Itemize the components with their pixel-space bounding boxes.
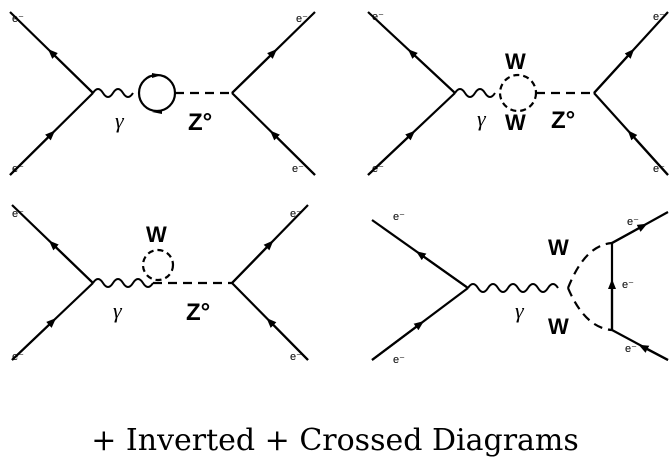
photon-propagator [92,88,134,98]
electron-label: e⁻ [627,216,639,228]
w-loop [498,73,538,113]
electron-label: e⁻ [625,343,637,355]
w-tadpole-loop [141,248,175,282]
photon-label: γ [477,106,487,131]
diagram-w-triangle: e⁻ e⁻ e⁻ e⁻ e⁻ γ W W [371,211,669,366]
photon-label: γ [515,298,525,323]
w-label: W [505,110,526,135]
photon-label: γ [115,108,125,133]
diagram-w-tadpole: e⁻ e⁻ e⁻ e⁻ γ W Z° [11,204,309,363]
electron-label: e⁻ [292,163,304,175]
photon-propagator [454,88,496,98]
electron-label: e⁻ [372,163,384,175]
electron-label: e⁻ [12,208,24,220]
photon-propagator [92,278,154,288]
diagram-fermion-loop: e⁻ e⁻ e⁻ e⁻ γ Z° [9,11,316,176]
z-label: Z° [551,107,575,134]
electron-label: e⁻ [653,163,665,175]
electron-label: e⁻ [290,351,302,363]
fermion-loop [137,73,177,113]
w-label: W [548,235,569,260]
electron-label: e⁻ [12,163,24,175]
electron-label: e⁻ [296,13,308,25]
electron-label: e⁻ [12,351,24,363]
z-label: Z° [188,109,212,136]
diagram-caption: + Inverted + Crossed Diagrams [91,423,579,458]
w-label: W [548,314,569,339]
photon-propagator [467,283,559,293]
z-label: Z° [186,299,210,326]
electron-label: e⁻ [653,11,665,23]
electron-label: e⁻ [290,208,302,220]
w-label: W [146,222,167,247]
w-label: W [505,49,526,74]
diagram-w-loop: e⁻ e⁻ e⁻ e⁻ γ W W Z° [367,11,669,176]
w-propagator-bottom [566,287,613,332]
electron-label: e⁻ [393,354,405,366]
electron-label: e⁻ [12,13,24,25]
photon-label: γ [113,298,123,323]
w-propagator-top [566,241,613,289]
electron-label: e⁻ [393,211,405,223]
electron-label: e⁻ [372,11,384,23]
electron-label: e⁻ [622,279,634,291]
